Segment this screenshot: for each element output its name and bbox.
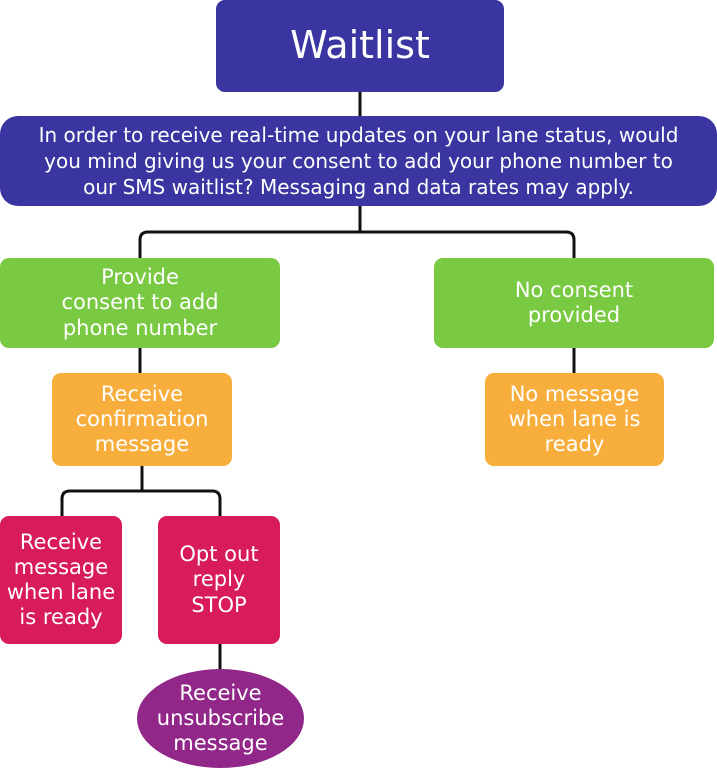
connector-question-split	[138, 206, 576, 258]
opt-out-text: Opt out reply STOP	[179, 542, 259, 617]
provide-consent-text: Provide consent to add phone number	[61, 265, 219, 340]
confirmation-message-box: Receive confirmation message	[52, 373, 232, 466]
confirmation-message-text: Receive confirmation message	[75, 381, 209, 457]
no-message-text: No message when lane is ready	[508, 381, 641, 457]
no-message-box: No message when lane is ready	[485, 373, 664, 466]
unsubscribe-message-oval: Receive unsubscribe message	[137, 669, 304, 768]
consent-question-text: In order to receive real-time updates on…	[38, 123, 679, 199]
opt-out-box: Opt out reply STOP	[158, 516, 280, 644]
unsubscribe-message-text: Receive unsubscribe message	[156, 680, 285, 756]
connector-confirmation-split	[60, 466, 222, 516]
waitlist-title-box: Waitlist	[216, 0, 504, 92]
consent-question-box: In order to receive real-time updates on…	[0, 116, 717, 206]
no-consent-box: No consent provided	[434, 258, 714, 348]
lane-ready-message-text: Receive message when lane is ready	[6, 529, 116, 630]
provide-consent-box: Provide consent to add phone number	[0, 258, 280, 348]
lane-ready-message-box: Receive message when lane is ready	[0, 516, 122, 644]
no-consent-text: No consent provided	[514, 277, 634, 327]
waitlist-title: Waitlist	[290, 23, 430, 68]
